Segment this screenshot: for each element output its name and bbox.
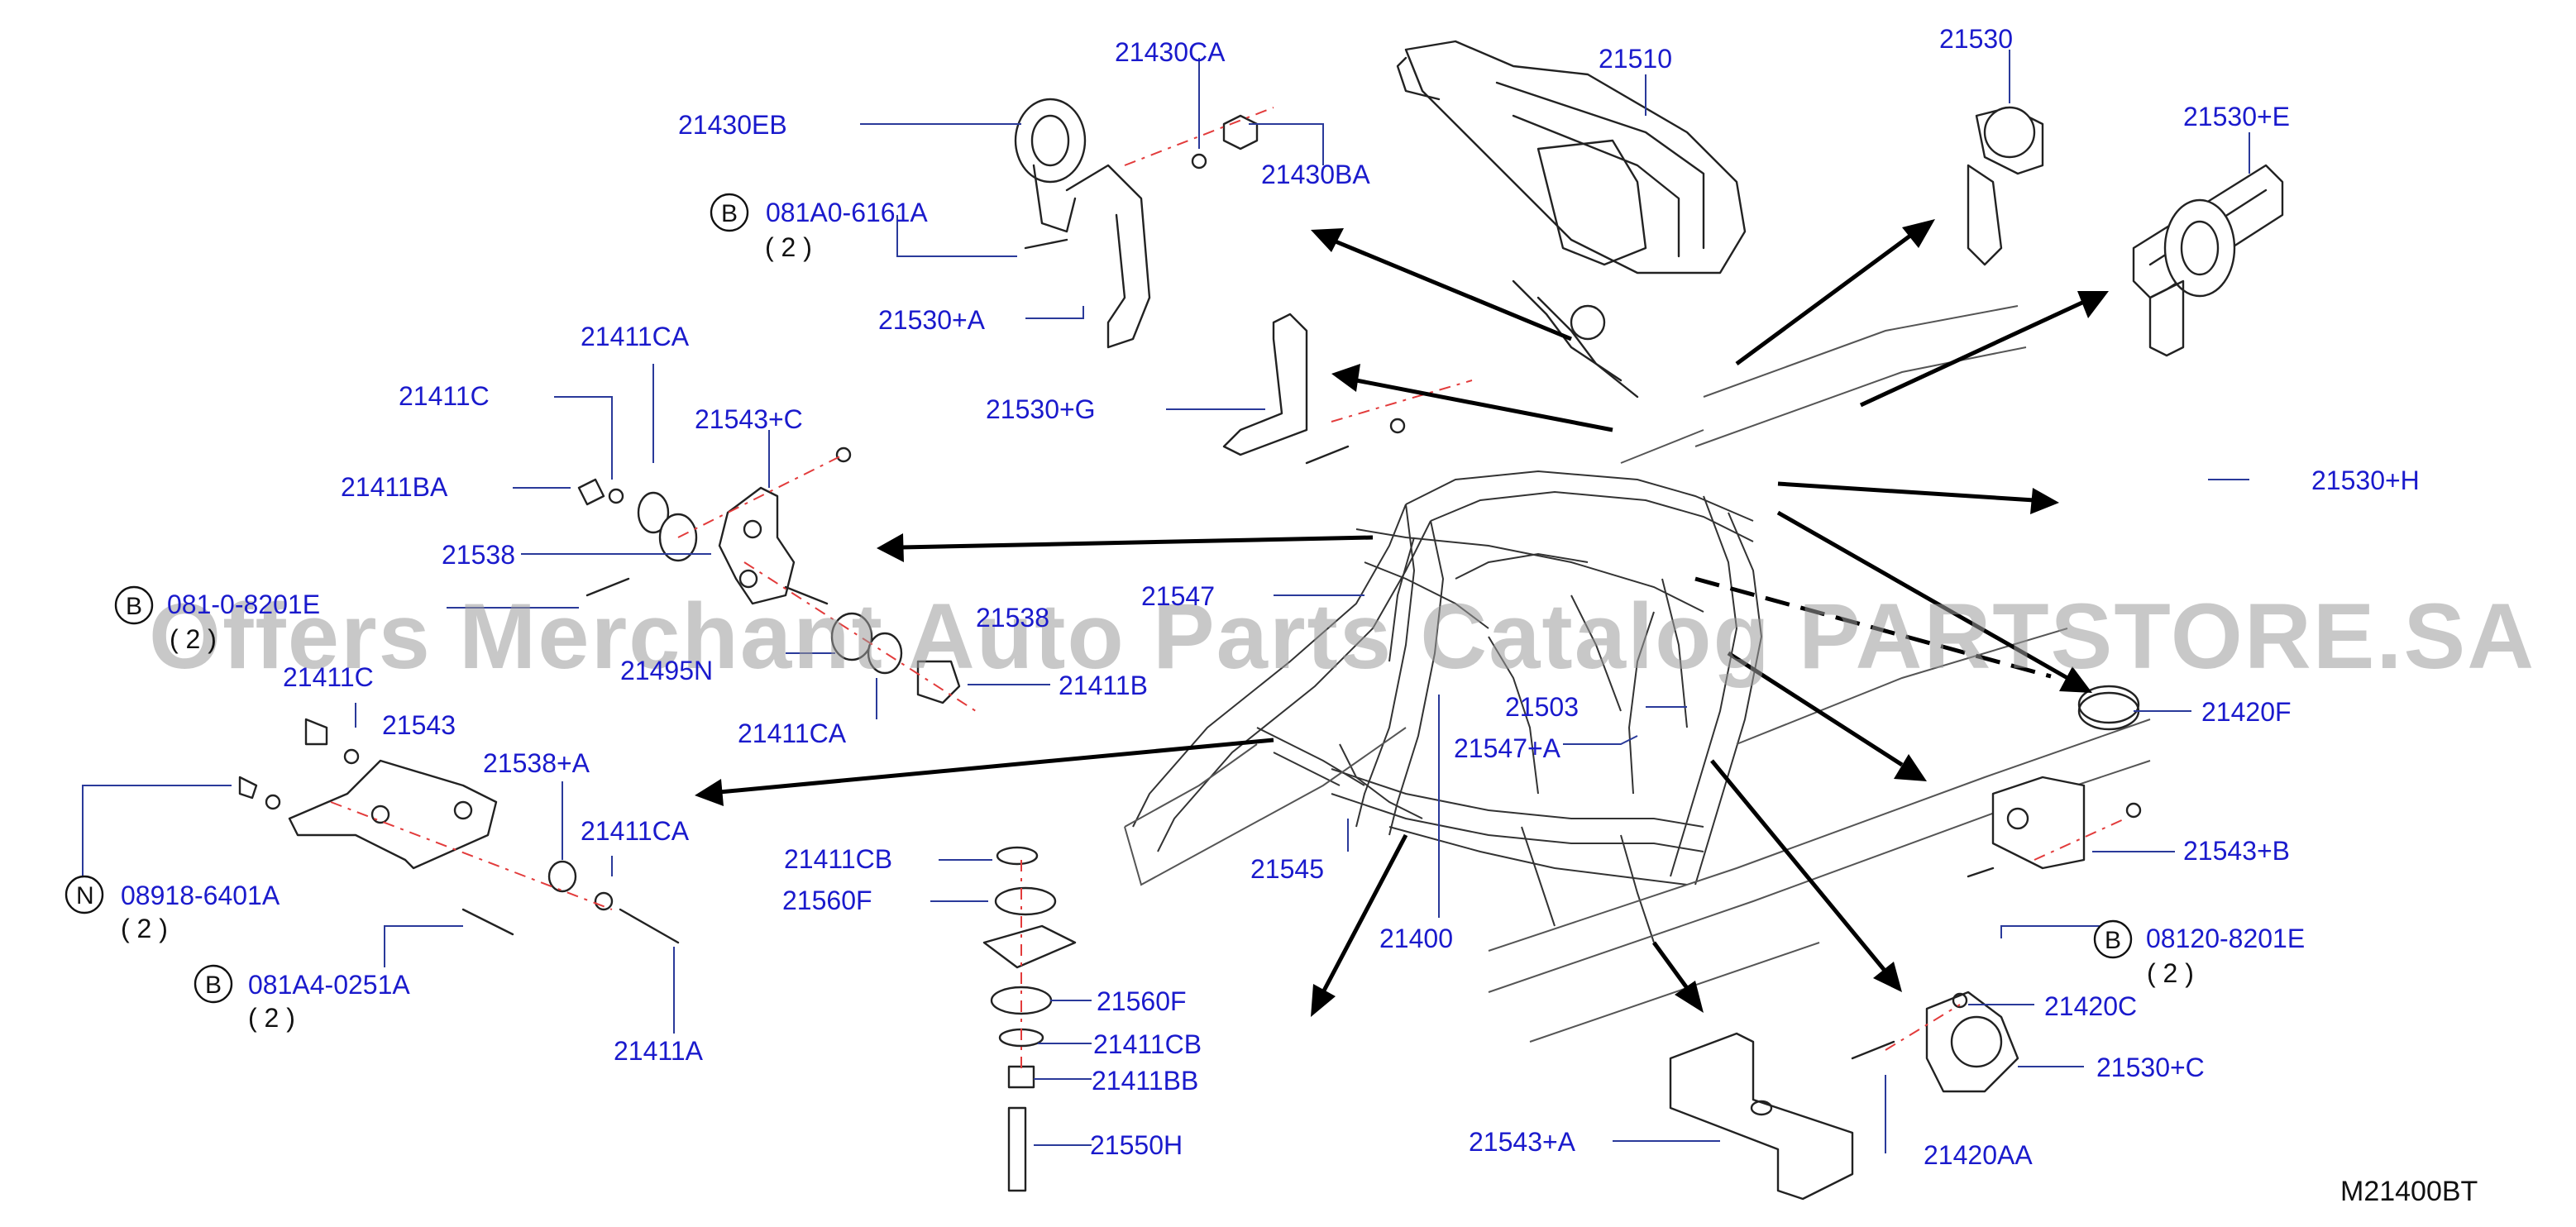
label-21495n[interactable]: 21495N [620, 656, 713, 685]
label-21543-a[interactable]: 21543+A [1469, 1127, 1576, 1157]
label-21530-g[interactable]: 21530+G [986, 394, 1096, 424]
clip-21420-f [2077, 685, 2140, 731]
label-21411cb-2[interactable]: 21411CB [1093, 1029, 1202, 1059]
badge-n-08918: N [65, 875, 104, 914]
horn-21530-h [2148, 198, 2236, 357]
bracket-21543-a [1669, 1032, 1854, 1201]
label-21530-c[interactable]: 21530+C [2096, 1053, 2205, 1082]
qty-081a4-0251a: ( 2 ) [248, 1003, 295, 1033]
label-081a4-0251a[interactable]: 081A4-0251A [248, 970, 410, 1000]
label-21411ca-3[interactable]: 21411CA [581, 816, 690, 846]
label-08918-6401a[interactable]: 08918-6401A [121, 881, 280, 910]
label-21411ba[interactable]: 21411BA [341, 472, 448, 502]
label-21411ca-1[interactable]: 21411CA [581, 322, 690, 351]
label-21530[interactable]: 21530 [1939, 24, 2013, 54]
label-081a0-6161a[interactable]: 081A0-6161A [766, 198, 928, 227]
label-21543-b[interactable]: 21543+B [2183, 836, 2290, 866]
callout-arrows [695, 219, 2109, 1017]
assembly-centerlines [330, 107, 2126, 1075]
horn-21530-c [1851, 991, 2019, 1093]
label-21530-h[interactable]: 21530+H [2311, 465, 2420, 495]
label-21411c-1[interactable]: 21411C [399, 381, 490, 411]
label-081-0-8201e[interactable]: 081-0-8201E [167, 590, 320, 619]
label-21430ba[interactable]: 21430BA [1261, 160, 1370, 189]
label-21411c-2[interactable]: 21411C [283, 662, 374, 692]
horn-21530 [1967, 106, 2044, 266]
badge-b-081a4: B [194, 964, 233, 1004]
label-21538-b[interactable]: 21538 [976, 603, 1049, 633]
label-21560f-2[interactable]: 21560F [1097, 986, 1187, 1016]
label-21560f-1[interactable]: 21560F [782, 886, 872, 915]
badge-b-081-0-text: B [126, 593, 142, 620]
label-21430eb[interactable]: 21430EB [678, 110, 787, 140]
label-21411bb[interactable]: 21411BB [1092, 1066, 1198, 1096]
label-21510[interactable]: 21510 [1599, 44, 1672, 74]
label-21420f[interactable]: 21420F [2201, 697, 2292, 727]
label-21411b[interactable]: 21411B [1059, 671, 1148, 700]
label-21411ca-2[interactable]: 21411CA [738, 719, 847, 748]
qty-081-0-8201e: ( 2 ) [170, 624, 217, 654]
bracket-21530-a [1014, 98, 1259, 349]
label-21420aa[interactable]: 21420AA [1924, 1140, 2033, 1170]
label-21530-a[interactable]: 21530+A [878, 305, 986, 335]
body-outline [1124, 305, 2151, 1043]
badge-b-081-0: B [114, 585, 154, 625]
bracket-21543-c [718, 446, 852, 605]
label-21547-a[interactable]: 21547+A [1454, 733, 1561, 763]
part-line-art [238, 40, 2284, 1201]
label-08120-8201e[interactable]: 08120-8201E [2146, 924, 2305, 953]
watermark-text: Offers Merchant Auto Parts Catalog PARTS… [149, 585, 2535, 688]
bracket-21543-b [1967, 776, 2142, 878]
badge-b-081a0-text: B [721, 200, 738, 227]
mount-stack-upper [577, 478, 961, 704]
quantity-notes: ( 2 ) ( 2 ) ( 2 ) ( 2 ) ( 2 ) [121, 232, 2194, 1033]
core-support-frame [1132, 470, 1763, 943]
badge-b-08120-text: B [2105, 927, 2121, 954]
bracket-21543 [238, 718, 680, 944]
fastener-badges: B B N B B [65, 193, 2133, 1004]
badge-b-081a0: B [710, 193, 749, 232]
label-21420c[interactable]: 21420C [2044, 991, 2137, 1021]
label-21503[interactable]: 21503 [1505, 692, 1579, 722]
label-21543-c[interactable]: 21543+C [695, 404, 803, 434]
label-21550h[interactable]: 21550H [1090, 1130, 1183, 1160]
label-21545[interactable]: 21545 [1250, 854, 1324, 884]
badge-b-081a4-text: B [205, 972, 222, 999]
diagram-code: M21400BT [2340, 1176, 2478, 1207]
qty-08120-8201e: ( 2 ) [2147, 958, 2194, 988]
label-21411cb-1[interactable]: 21411CB [784, 844, 892, 874]
part-labels: 21430CA 21430EB 21430BA 081A0-6161A 2153… [121, 24, 2420, 1170]
badge-b-08120: B [2093, 919, 2133, 959]
badge-n-08918-text: N [76, 882, 94, 910]
bracket-21530-g [1222, 313, 1406, 465]
label-21547[interactable]: 21547 [1141, 581, 1215, 611]
mount-stack-center [982, 846, 1077, 1192]
qty-081a0-6161a: ( 2 ) [765, 232, 812, 262]
label-21538[interactable]: 21538 [442, 540, 515, 570]
label-21530-e[interactable]: 21530+E [2183, 102, 2290, 131]
label-21543[interactable]: 21543 [382, 710, 456, 740]
label-21430ca[interactable]: 21430CA [1115, 37, 1226, 67]
leader-lines [82, 50, 2250, 1153]
reservoir-tank [1396, 40, 1747, 399]
label-21538-a[interactable]: 21538+A [483, 748, 590, 778]
label-21411a[interactable]: 21411A [614, 1036, 704, 1066]
qty-08918-6401a: ( 2 ) [121, 914, 168, 943]
label-21400[interactable]: 21400 [1379, 924, 1453, 953]
